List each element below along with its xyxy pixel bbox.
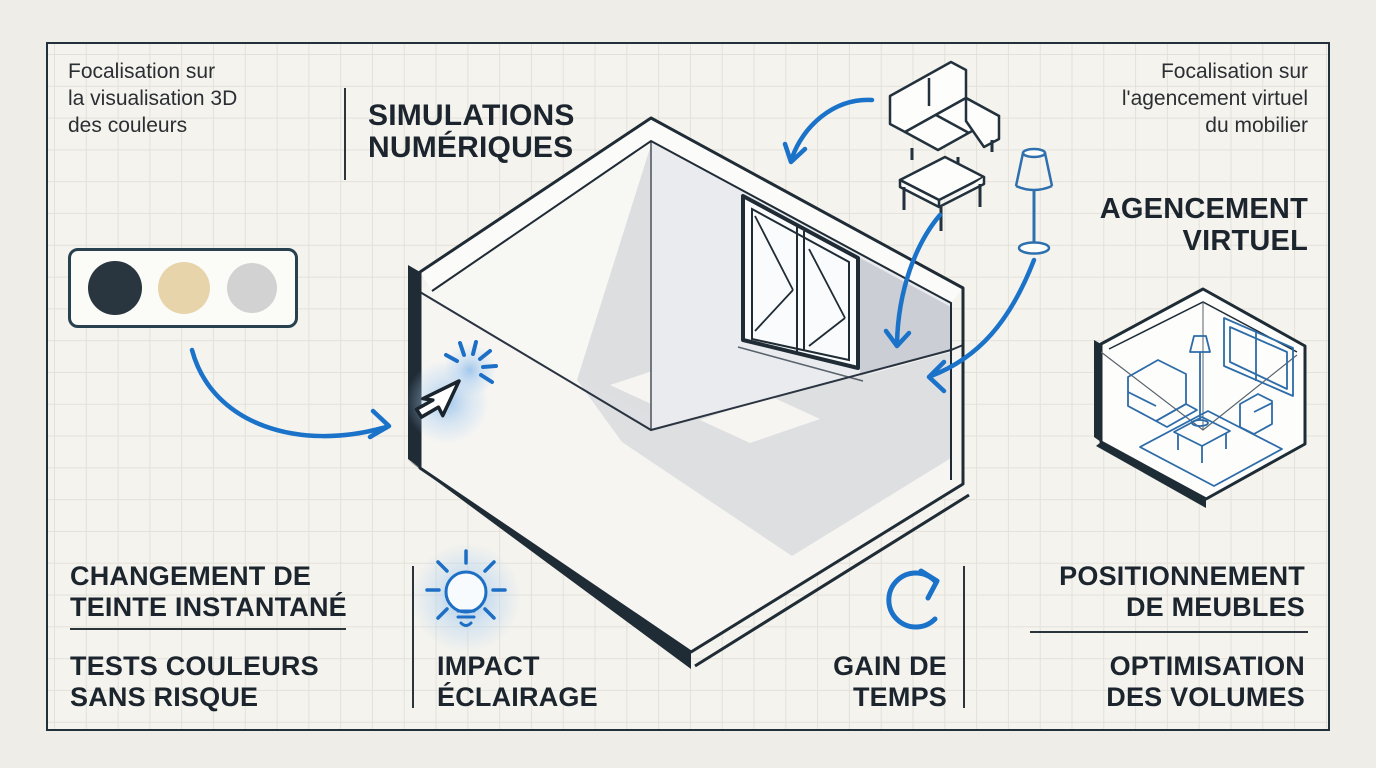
color-swatch-gray <box>227 263 277 313</box>
benefit-line: TESTS COULEURS <box>70 651 319 681</box>
color-swatch-beige <box>158 262 210 314</box>
note-line: Focalisation sur <box>1160 60 1308 83</box>
note-line: Focalisation sur <box>68 60 216 83</box>
benefit-line: SANS RISQUE <box>70 682 259 712</box>
divider-right-column <box>1030 631 1308 633</box>
benefit-line: OPTIMISATION <box>1109 651 1305 681</box>
benefit-line: IMPACT <box>437 651 540 681</box>
benefit-line: DE MEUBLES <box>1125 592 1305 622</box>
benefit-positionnement: POSITIONNEMENT DE MEUBLES <box>975 561 1305 623</box>
color-swatch-dark <box>88 261 142 315</box>
note-line: l'agencement virtuel <box>1121 87 1308 110</box>
benefit-eclairage: IMPACT ÉCLAIRAGE <box>437 651 598 713</box>
divider-left-column <box>70 628 346 630</box>
benefit-line: GAIN DE <box>833 651 947 681</box>
title-agencement: AGENCEMENT VIRTUEL <box>988 193 1308 257</box>
title-line: AGENCEMENT <box>1099 193 1308 225</box>
benefit-optimisation: OPTIMISATION DES VOLUMES <box>975 651 1305 713</box>
note-top-right: Focalisation sur l'agencement virtuel du… <box>1008 58 1308 139</box>
divider-center-right <box>963 566 965 708</box>
title-simulations: SIMULATIONS NUMÉRIQUES <box>368 100 575 164</box>
note-top-left: Focalisation sur la visualisation 3D des… <box>68 58 237 139</box>
benefit-line: TEINTE INSTANTANÉ <box>70 592 347 622</box>
benefit-tests: TESTS COULEURS SANS RISQUE <box>70 651 319 713</box>
benefit-line: TEMPS <box>852 682 947 712</box>
note-line: du mobilier <box>1205 114 1308 137</box>
title-line: VIRTUEL <box>1182 225 1308 257</box>
benefit-line: POSITIONNEMENT <box>1059 561 1305 591</box>
color-swatch-panel <box>68 248 298 328</box>
title-line: NUMÉRIQUES <box>368 131 574 164</box>
benefit-teinte: CHANGEMENT DE TEINTE INSTANTANÉ <box>70 561 347 623</box>
title-line: SIMULATIONS <box>368 99 575 132</box>
note-line: la visualisation 3D <box>68 87 238 110</box>
benefit-gain-temps: GAIN DE TEMPS <box>749 651 947 713</box>
note-line: des couleurs <box>68 114 188 137</box>
divider-title-left <box>344 88 346 180</box>
divider-center-left <box>412 566 414 708</box>
benefit-line: CHANGEMENT DE <box>70 561 312 591</box>
benefit-line: ÉCLAIRAGE <box>437 682 598 712</box>
benefit-line: DES VOLUMES <box>1106 682 1305 712</box>
